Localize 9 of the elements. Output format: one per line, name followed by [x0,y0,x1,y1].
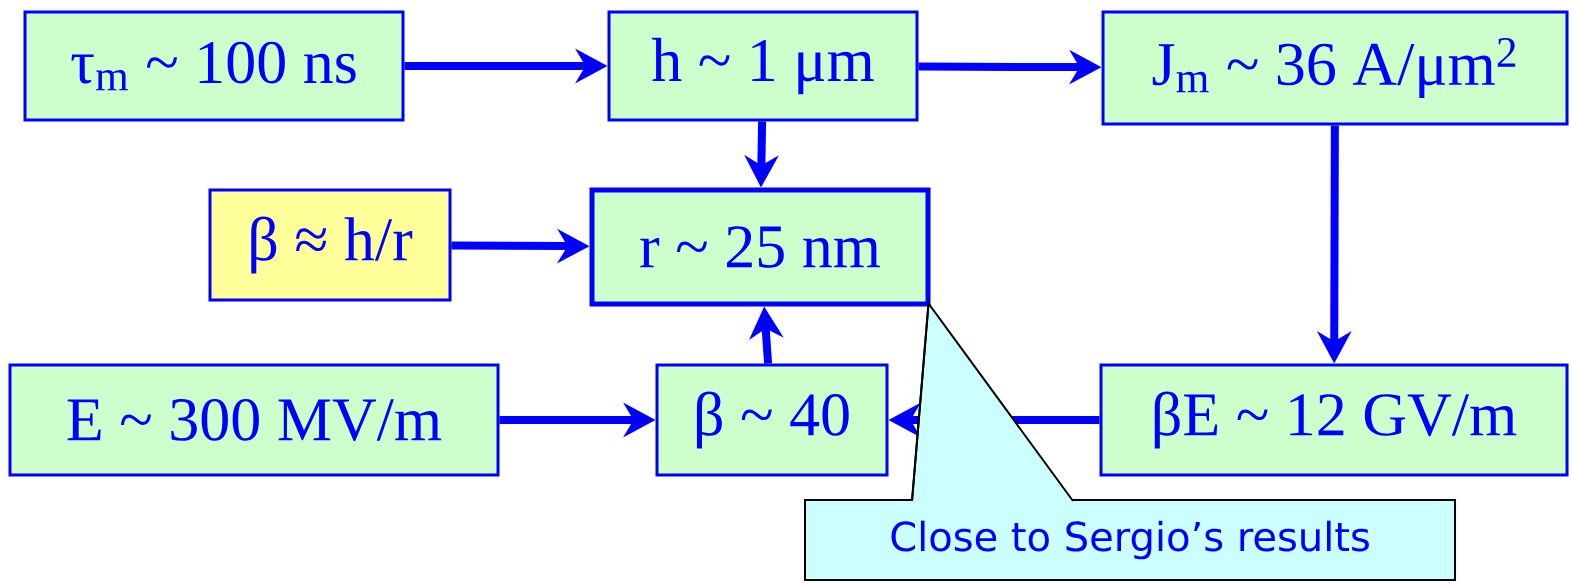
callout-box: Close to Sergio’s results [804,499,1457,581]
value-box: r ~ 25 nm [589,187,931,307]
value-box: τ$_{m}$ ~ 100 ns [23,10,405,122]
value-box: βE ~ 12 GV/m [1099,363,1569,477]
value-box: E ~ 300 MV/m [8,363,500,477]
formula-box: β ≈ h/r [208,188,452,302]
value-box: β ~ 40 [655,363,889,477]
value-box: J$_{m}$ ~ 36 A/μm$^{2}$ [1101,10,1569,126]
value-box: h ~ 1 μm [607,10,919,122]
